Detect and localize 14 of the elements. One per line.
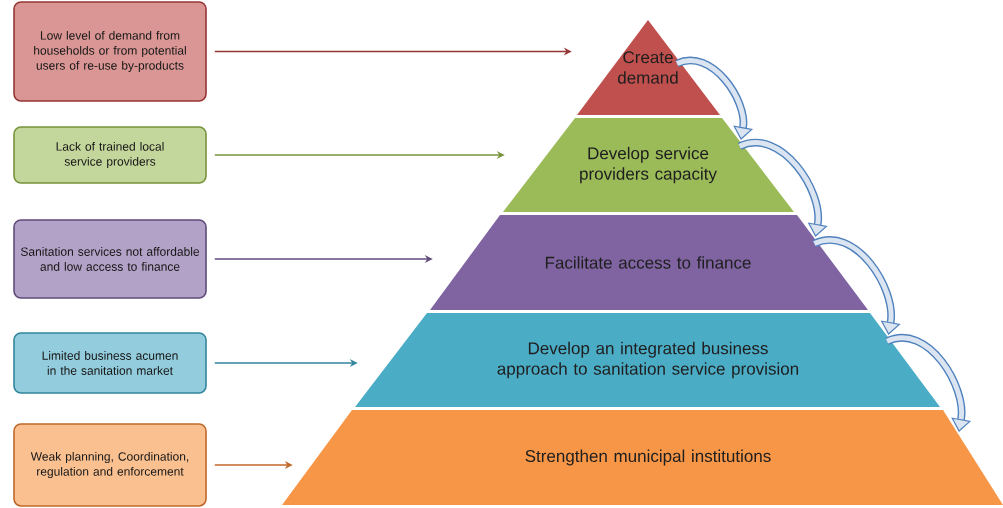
- pyramid-tier: Facilitate access to finance: [430, 215, 868, 310]
- problem-box: Weak planning, Coordination, regulation and enforcement: [13, 423, 207, 507]
- pyramid-tier: Develop an integrated business approach to sanitation service provision: [355, 313, 940, 407]
- pyramid-tier: Develop service providers capacity: [503, 118, 794, 212]
- problem-box: Sanitation services not affordable and low access to finance: [13, 219, 207, 299]
- curved-arrow: [675, 56, 754, 140]
- problem-box: Lack of trained local service providers: [13, 126, 207, 184]
- curved-arrow: [738, 139, 828, 237]
- problem-box: Low level of demand from households or from potential users of re-use by-products: [13, 1, 207, 102]
- pyramid-tier: Create demand: [577, 20, 720, 115]
- curved-arrow: [813, 236, 901, 335]
- pyramid-tier: Strengthen municipal institutions: [282, 410, 1003, 505]
- curved-arrow: [885, 334, 972, 432]
- problem-box: Limited business acumen in the sanitation market: [13, 332, 207, 394]
